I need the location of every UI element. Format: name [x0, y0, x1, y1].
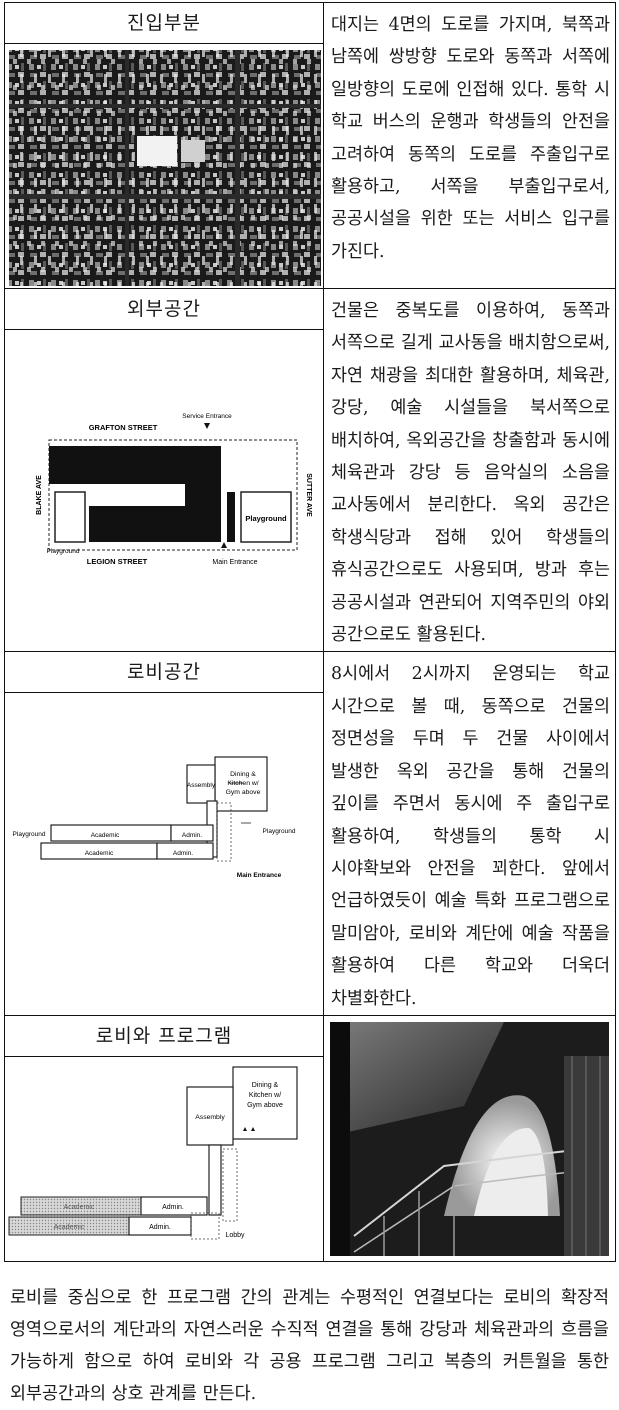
- row-lobby: 로비공간 Dining & Kitchen w/: [4, 651, 616, 1016]
- entrance-text-cell: 대지는 4면의 도로를 가지며, 북쪽과 남쪽에 쌍방향 도로와 동쪽과 서쪽에…: [323, 2, 616, 289]
- row-program: 로비와 프로그램: [4, 1014, 616, 1262]
- figure-table: 진입부분: [4, 2, 616, 1262]
- playground-right-area: [240, 491, 292, 543]
- playground-right-label: Playground: [245, 514, 287, 523]
- lobby-plan-diagram: Dining & Kitchen w/ Gym above Assembly P…: [13, 756, 296, 879]
- site-boundary: [48, 439, 298, 551]
- playground-left-area: [54, 491, 86, 543]
- main-entrance-label: Main Entrance: [237, 872, 282, 879]
- north-street-label: GRAFTON STREET: [89, 423, 158, 432]
- admin-top-label: Admin.: [162, 1204, 184, 1211]
- main-entrance-icon: [221, 542, 227, 548]
- west-street-label: BLAKE AVE: [36, 475, 43, 515]
- program-plan: Dining & Kitchen w/ Gym above Assembly A…: [5, 1057, 323, 1261]
- lobby-figure-cell: 로비공간 Dining & Kitchen w/: [4, 651, 324, 1016]
- program-heading: 로비와 프로그램: [5, 1016, 323, 1057]
- exterior-heading: 외부공간: [5, 289, 323, 330]
- playground-right-label: Playground: [263, 828, 296, 835]
- academic-bottom-label: Academic: [85, 850, 114, 857]
- bottom-caption: 로비를 중심으로 한 프로그램 간의 관계는 수평적인 연결보다는 로비의 확장…: [10, 1287, 609, 1404]
- site-plan-diagram: GRAFTON STREET Service Entrance LEGION S…: [36, 413, 312, 566]
- lobby-photo-image: [330, 1021, 610, 1256]
- admin-bottom-label: Admin.: [173, 850, 193, 857]
- entrance-text: 대지는 4면의 도로를 가지며, 북쪽과 남쪽에 쌍방향 도로와 동쪽과 서쪽에…: [331, 15, 610, 262]
- academic-top-label: Academic: [64, 1204, 95, 1211]
- lobby-plan: Dining & Kitchen w/ Gym above Assembly P…: [5, 693, 323, 967]
- kitchen-label: Kitchen w/: [227, 780, 258, 787]
- lobby-photo-cell: [323, 1014, 616, 1262]
- kitchen-label: Kitchen w/: [249, 1092, 281, 1099]
- dining-label: Dining &: [230, 771, 256, 778]
- gym-label: Gym above: [226, 789, 261, 796]
- service-entrance-icon: [204, 423, 210, 429]
- gym-label: Gym above: [247, 1102, 283, 1109]
- lobby-text-cell: 8시에서 2시까지 운영되는 학교 시간으로 볼 때, 동쪽으로 건물의 정면성…: [323, 651, 616, 1016]
- lobby-text: 8시에서 2시까지 운영되는 학교 시간으로 볼 때, 동쪽으로 건물의 정면성…: [331, 664, 610, 1009]
- assembly-label: Assembly: [187, 782, 216, 789]
- exterior-text-cell: 건물은 중복도를 이용하여, 동쪽과 서쪽으로 길게 교사동을 배치함으로써, …: [323, 287, 616, 653]
- playground-left-label: Playground: [13, 831, 46, 838]
- admin-bottom-label: Admin.: [149, 1224, 171, 1231]
- program-plan-diagram: Dining & Kitchen w/ Gym above Assembly A…: [8, 1066, 298, 1240]
- connector: [227, 492, 235, 542]
- row-exterior: 외부공간 GRAFTON STREET Service Entrance LEG: [4, 287, 616, 653]
- aerial-photo: [5, 44, 323, 288]
- south-building: [89, 506, 221, 542]
- entrance-heading: 진입부분: [5, 3, 323, 44]
- main-entrance-label: Main Entrance: [212, 559, 257, 566]
- row-entrance: 진입부분: [4, 2, 616, 289]
- lobby-heading: 로비공간: [5, 652, 323, 694]
- playground-left-label: Playground: [47, 548, 80, 555]
- academic-bottom-label: Academic: [54, 1224, 85, 1231]
- exterior-text: 건물은 중복도를 이용하여, 동쪽과 서쪽으로 길게 교사동을 배치함으로써, …: [331, 301, 610, 646]
- east-street-label: SUTTER AVE: [305, 473, 312, 517]
- dining-label: Dining &: [252, 1082, 279, 1089]
- lobby-label: Lobby: [225, 1232, 245, 1239]
- document-page: 진입부분: [4, 2, 616, 1410]
- program-figure-cell: 로비와 프로그램: [4, 1014, 324, 1262]
- exterior-figure-cell: 외부공간 GRAFTON STREET Service Entrance LEG: [4, 287, 324, 653]
- service-entrance-label: Service Entrance: [182, 413, 232, 420]
- admin-top-label: Admin.: [182, 832, 202, 839]
- site-plan: GRAFTON STREET Service Entrance LEGION S…: [5, 330, 323, 638]
- aerial-photo-image: [9, 50, 321, 286]
- entrance-figure-cell: 진입부분: [4, 2, 324, 289]
- academic-top-label: Academic: [91, 832, 120, 839]
- lobby-photo: [324, 1016, 615, 1260]
- assembly-label: Assembly: [195, 1114, 225, 1121]
- south-street-label: LEGION STREET: [87, 557, 148, 566]
